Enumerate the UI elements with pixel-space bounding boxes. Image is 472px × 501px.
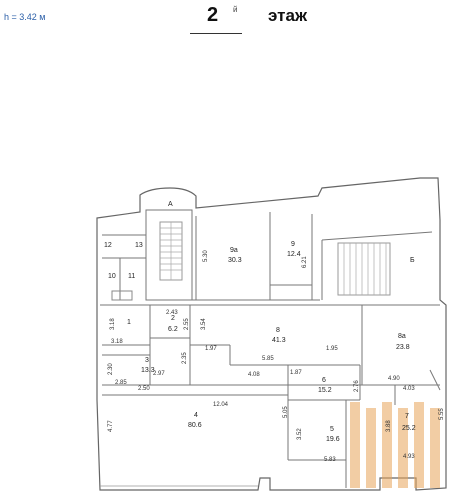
dim-2-43: 2.43 bbox=[166, 310, 178, 316]
room-8-number: 8 bbox=[276, 327, 280, 334]
room-6-area: 15.2 bbox=[318, 387, 332, 394]
room-9-area: 12.4 bbox=[287, 251, 301, 258]
stair-a-label: А bbox=[168, 201, 173, 208]
stair-a-treads bbox=[160, 222, 182, 280]
room-2-number: 2 bbox=[171, 315, 175, 322]
dim-5-05: 5.05 bbox=[283, 406, 289, 418]
floor-ordinal-suffix: й bbox=[233, 5, 238, 14]
dim-2-55: 2.55 bbox=[184, 318, 190, 330]
dim-4-93: 4.93 bbox=[403, 454, 415, 460]
room-6-number: 6 bbox=[322, 377, 326, 384]
dim-4-77: 4.77 bbox=[108, 420, 114, 432]
dim-12-04: 12.04 bbox=[213, 402, 229, 408]
room-7-area: 25.2 bbox=[402, 425, 416, 432]
dim-3-18-horizontal: 3.18 bbox=[111, 339, 123, 345]
dim-1-87: 1.87 bbox=[290, 370, 302, 376]
dim-6-21: 6.21 bbox=[302, 256, 308, 268]
dim-3-88: 3.88 bbox=[386, 420, 392, 432]
dim-3-18-vertical: 3.18 bbox=[110, 318, 116, 330]
room-5-number: 5 bbox=[330, 426, 334, 433]
room-12-number: 12 bbox=[104, 242, 112, 249]
dim-5-30: 5.30 bbox=[203, 250, 209, 262]
room-9a-number: 9а bbox=[230, 247, 238, 254]
dim-2-30: 2.30 bbox=[108, 363, 114, 375]
dim-2-35: 2.35 bbox=[182, 352, 188, 364]
room-4-number: 4 bbox=[194, 412, 198, 419]
dim-5-85: 5.85 bbox=[262, 356, 274, 362]
room-labels: 12 13 10 11 9а 30.3 9 12.4 1 2 6.2 8 41.… bbox=[104, 241, 416, 443]
dim-2-50: 2.50 bbox=[138, 386, 150, 392]
room-9-number: 9 bbox=[291, 241, 295, 248]
dim-4-03: 4.03 bbox=[403, 386, 415, 392]
room-9a-area: 30.3 bbox=[228, 257, 242, 264]
title-underline bbox=[190, 33, 242, 34]
room-10-number: 10 bbox=[108, 273, 116, 280]
floor-word: этаж bbox=[268, 6, 307, 25]
dim-2-85: 2.85 bbox=[115, 380, 127, 386]
room-5-area: 19.6 bbox=[326, 436, 340, 443]
room-8a-number: 8а bbox=[398, 333, 406, 340]
room-7-number: 7 bbox=[405, 413, 409, 420]
dim-3-52: 3.52 bbox=[297, 428, 303, 440]
room-8-area: 41.3 bbox=[272, 337, 286, 344]
dim-1-97: 1.97 bbox=[205, 346, 217, 352]
ceiling-height-note: h = 3.42 м bbox=[4, 12, 46, 22]
stair-b-label: Б bbox=[410, 257, 415, 264]
dim-5-55: 5.55 bbox=[439, 408, 445, 420]
floor-number: 2 bbox=[207, 4, 219, 26]
room-2-area: 6.2 bbox=[168, 326, 178, 333]
dim-2-97: 2.97 bbox=[153, 371, 165, 377]
watermark-logo bbox=[350, 402, 440, 488]
dim-5-83: 5.83 bbox=[324, 457, 336, 463]
dim-2-76: 2.76 bbox=[354, 380, 360, 392]
room-3-number: 3 bbox=[145, 357, 149, 364]
room-3-area: 13.3 bbox=[141, 367, 155, 374]
stair-b-treads bbox=[343, 243, 387, 295]
room-4-area: 80.6 bbox=[188, 422, 202, 429]
dim-4-90: 4.90 bbox=[388, 376, 400, 382]
dim-1-95: 1.95 bbox=[326, 346, 338, 352]
building-outline bbox=[96, 177, 447, 491]
room-8a-area: 23.8 bbox=[396, 344, 410, 351]
room-13-number: 13 bbox=[135, 242, 143, 249]
room-11-number: 11 bbox=[128, 273, 135, 280]
dim-3-54: 3.54 bbox=[201, 318, 207, 330]
dim-4-08: 4.08 bbox=[248, 372, 260, 378]
room-1-number: 1 bbox=[127, 319, 131, 326]
dimension-labels: 5.30 6.21 2.43 2.55 3.54 3.18 3.18 1.97 … bbox=[108, 250, 445, 463]
